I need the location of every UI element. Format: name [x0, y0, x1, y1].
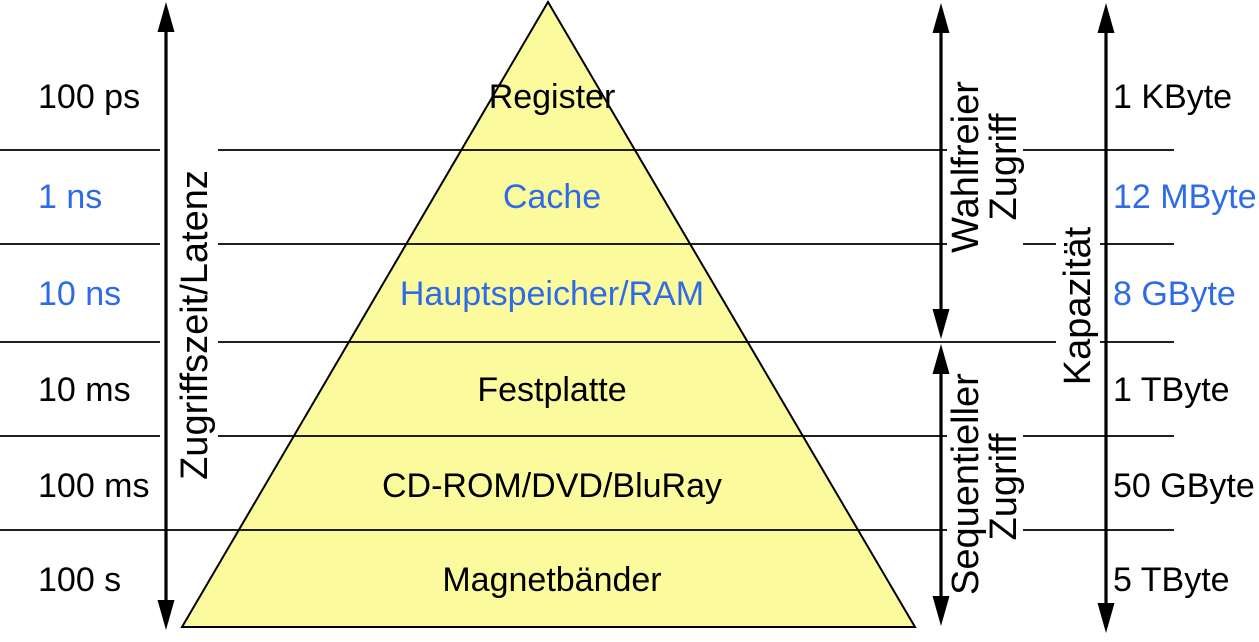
pyramid-shape [180, 0, 917, 628]
level-label-festplatte: Festplatte [477, 371, 627, 409]
capacity-tick-cache: 12 MByte [1113, 178, 1257, 216]
latency-tick-cache: 1 ns [38, 178, 103, 216]
level-label-ram: Hauptspeicher/RAM [399, 275, 705, 313]
latency-axis-arrow [157, 2, 175, 630]
latency-tick-cdrom: 100 ms [38, 467, 150, 505]
random-access-arrow [932, 3, 950, 339]
latency-tick-register: 100 ps [38, 78, 141, 116]
capacity-axis-arrow [1097, 3, 1115, 633]
capacity-tick-ram: 8 GByte [1113, 275, 1236, 313]
capacity-tick-register: 1 KByte [1113, 78, 1233, 116]
sequential-access-arrow [932, 344, 950, 626]
latency-tick-festplatte: 10 ms [38, 371, 131, 409]
capacity-tick-magnetband: 5 TByte [1113, 561, 1230, 599]
capacity-tick-cdrom: 50 GByte [1113, 467, 1255, 505]
level-label-magnetband: Magnetbänder [442, 561, 662, 599]
level-label-cdrom: CD-ROM/DVD/BluRay [381, 467, 723, 505]
level-label-cache: Cache [502, 178, 602, 216]
latency-tick-ram: 10 ns [38, 275, 122, 313]
level-label-register: Register [488, 78, 616, 116]
capacity-tick-festplatte: 1 TByte [1113, 371, 1230, 409]
latency-tick-magnetband: 100 s [38, 561, 122, 599]
